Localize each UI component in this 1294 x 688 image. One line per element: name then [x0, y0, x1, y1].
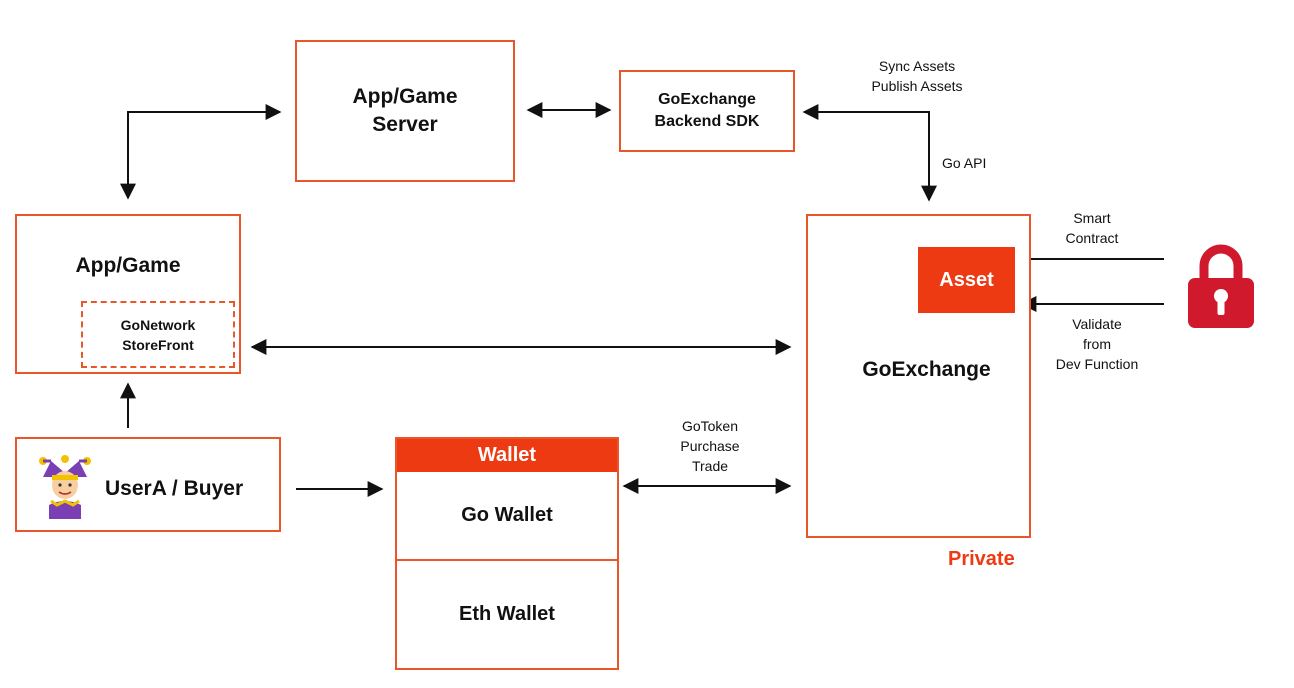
storefront-label: GoNetwork StoreFront: [120, 316, 196, 353]
validate-text: Validate: [1072, 316, 1122, 332]
user-buyer-label: UserA / Buyer: [105, 477, 244, 500]
smart-contract-label: Smart Contract: [1044, 208, 1140, 248]
purchase-text: Purchase: [680, 438, 740, 454]
contract-text: Contract: [1065, 230, 1119, 246]
publish-assets-text: Publish Assets: [871, 78, 963, 94]
eth-wallet-cell: Eth Wallet: [397, 561, 617, 668]
backend-sdk-label: GoExchange Backend SDK: [654, 91, 760, 130]
go-wallet-label: Go Wallet: [461, 504, 553, 526]
wallet-box: Wallet Go Wallet Eth Wallet: [395, 437, 619, 670]
gotoken-label: GoToken Purchase Trade: [660, 416, 760, 476]
asset-box: Asset: [918, 247, 1015, 313]
user-buyer-box: UserA / Buyer: [15, 437, 281, 532]
eth-wallet-label: Eth Wallet: [459, 603, 555, 625]
wallet-header-label: Wallet: [477, 444, 537, 466]
from-text: from: [1083, 336, 1111, 352]
validate-label: Validate from Dev Function: [1040, 314, 1154, 374]
dev-function-text: Dev Function: [1055, 356, 1139, 372]
wallet-header: Wallet: [397, 439, 617, 472]
asset-label: Asset: [939, 268, 994, 291]
padlock-icon: [1188, 244, 1254, 328]
jester-avatar-icon: [39, 455, 91, 519]
app-game-box: App/Game: [15, 214, 241, 374]
sync-assets-text: Sync Assets: [878, 58, 956, 74]
app-game-label: App/Game: [75, 254, 181, 277]
goexchange-label: GoExchange: [862, 358, 991, 381]
private-label: Private: [948, 548, 1015, 570]
smart-text: Smart: [1073, 210, 1111, 226]
app-game-server-label: App/Game Server: [352, 85, 458, 136]
arrow-sdk-goexchange: [802, 104, 937, 202]
sync-publish-label: Sync Assets Publish Assets: [852, 56, 982, 96]
go-api-label: Go API: [942, 155, 987, 171]
backend-sdk-box: GoExchange Backend SDK: [619, 70, 795, 152]
gotoken-text: GoToken: [681, 418, 739, 434]
trade-text: Trade: [691, 458, 729, 474]
app-game-server-box: App/Game Server: [295, 40, 515, 182]
storefront-box: GoNetwork StoreFront: [81, 301, 235, 368]
arrow-appgame-server: [120, 104, 282, 200]
go-wallet-cell: Go Wallet: [397, 472, 617, 561]
